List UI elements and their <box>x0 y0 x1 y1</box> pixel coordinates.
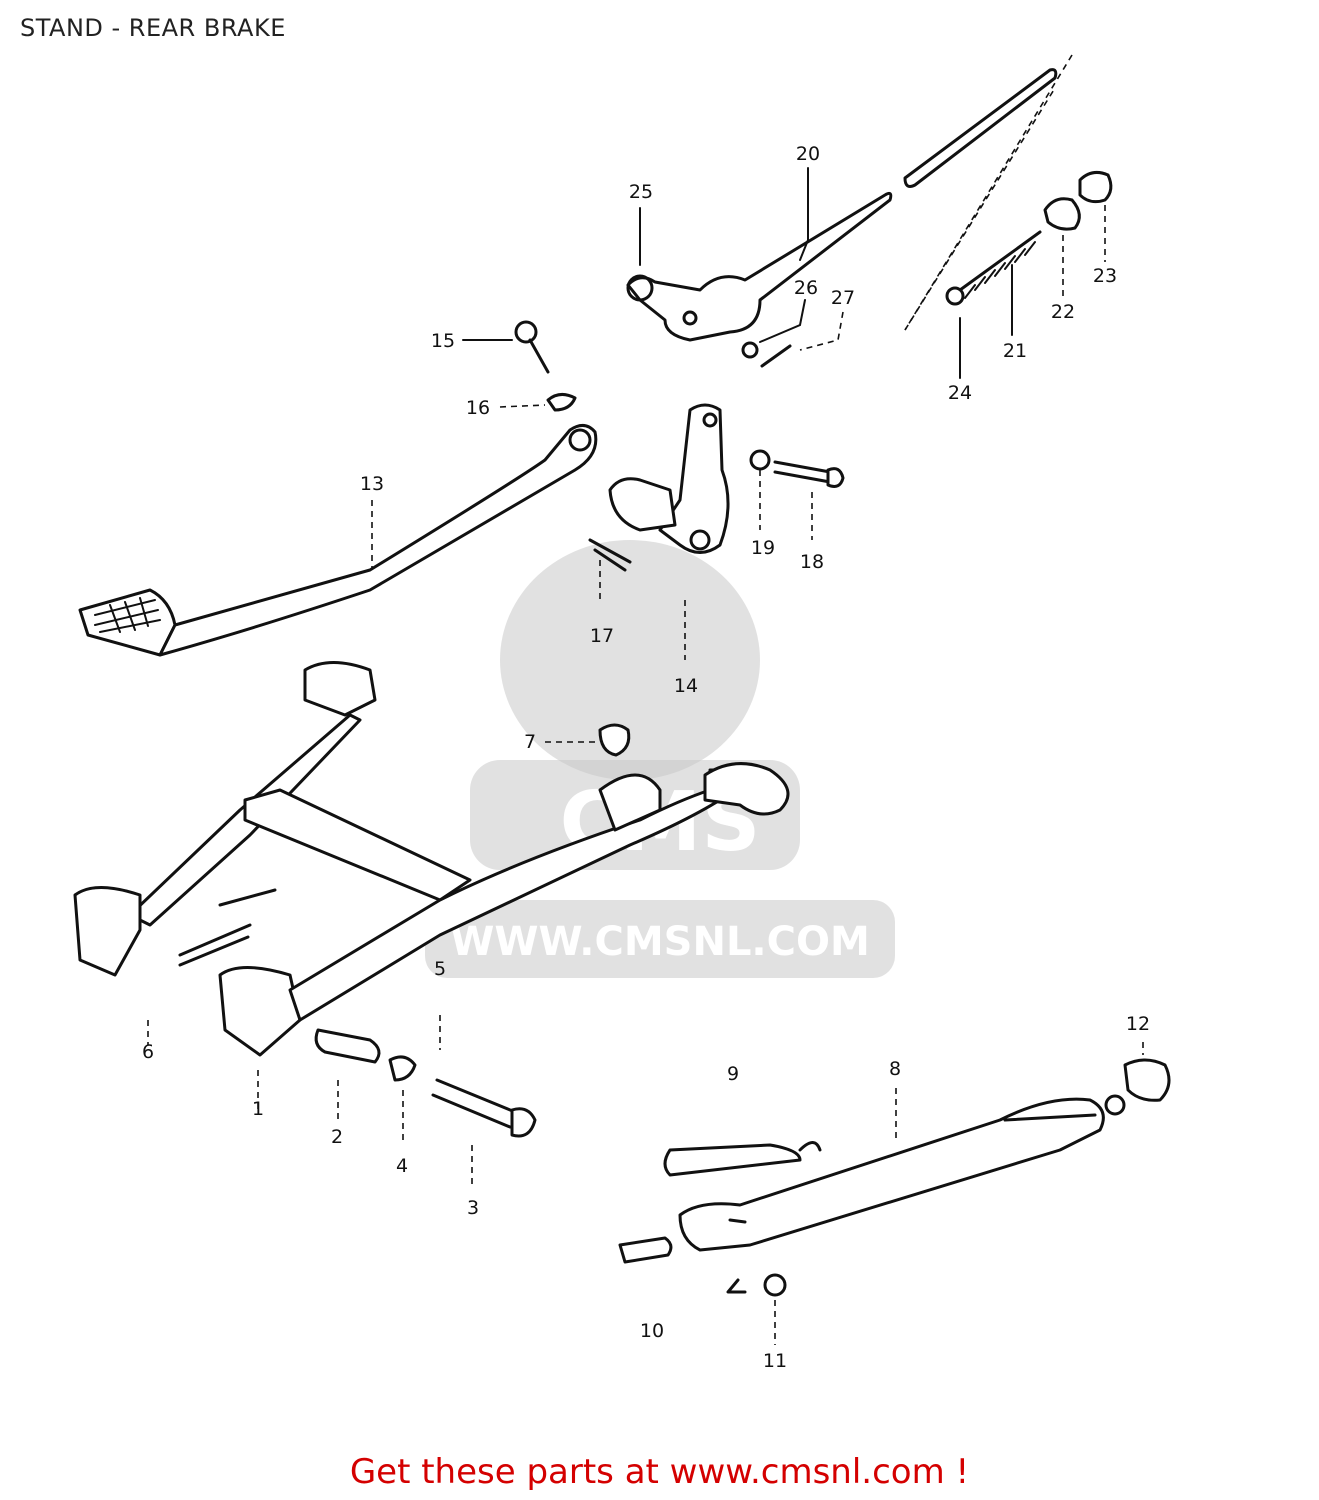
callout-6: 6 <box>142 1041 154 1063</box>
callout-5: 5 <box>434 958 446 980</box>
page-title: STAND - REAR BRAKE <box>20 14 286 42</box>
part-bolt-18 <box>749 449 845 540</box>
callout-21: 21 <box>1003 340 1027 362</box>
part-side-stand <box>618 1042 1171 1345</box>
callout-12: 12 <box>1126 1013 1150 1035</box>
callout-3: 3 <box>467 1197 479 1219</box>
callout-22: 22 <box>1051 301 1075 323</box>
callout-10: 10 <box>640 1320 664 1342</box>
callout-11: 11 <box>763 1350 787 1372</box>
callout-7: 7 <box>524 731 536 753</box>
callout-8: 8 <box>889 1058 901 1080</box>
callout-4: 4 <box>396 1155 408 1177</box>
callout-26: 26 <box>794 277 818 299</box>
callout-1: 1 <box>252 1098 264 1120</box>
part-pivot-bolt <box>314 1015 537 1185</box>
callout-19: 19 <box>751 537 775 559</box>
part-bolt-washer <box>514 320 577 412</box>
part-pin-and-cotter <box>741 341 792 368</box>
part-spring-assembly <box>945 170 1113 306</box>
callout-27: 27 <box>831 287 855 309</box>
callout-17: 17 <box>590 625 614 647</box>
callout-18: 18 <box>800 551 824 573</box>
part-brake-pedal <box>78 424 598 657</box>
watermark-url: WWW.CMSNL.COM <box>450 919 870 965</box>
leader-lines <box>462 167 1106 408</box>
part-center-stand <box>73 661 790 1115</box>
callout-9: 9 <box>727 1063 739 1085</box>
callout-20: 20 <box>796 143 820 165</box>
part-brake-arm <box>588 403 730 660</box>
callout-2: 2 <box>331 1126 343 1148</box>
callout-23: 23 <box>1093 265 1117 287</box>
footer-promo-link[interactable]: Get these parts at www.cmsnl.com ! <box>349 1452 970 1492</box>
callout-16: 16 <box>466 397 490 419</box>
callout-15: 15 <box>431 330 455 352</box>
callout-14: 14 <box>674 675 698 697</box>
cms-watermark: CMS WWW.CMSNL.COM <box>425 540 895 978</box>
part-brake-rod <box>626 54 1073 342</box>
callout-25: 25 <box>629 181 653 203</box>
callout-13: 13 <box>360 473 384 495</box>
callout-24: 24 <box>948 382 972 404</box>
part-circlip-7 <box>545 723 631 757</box>
